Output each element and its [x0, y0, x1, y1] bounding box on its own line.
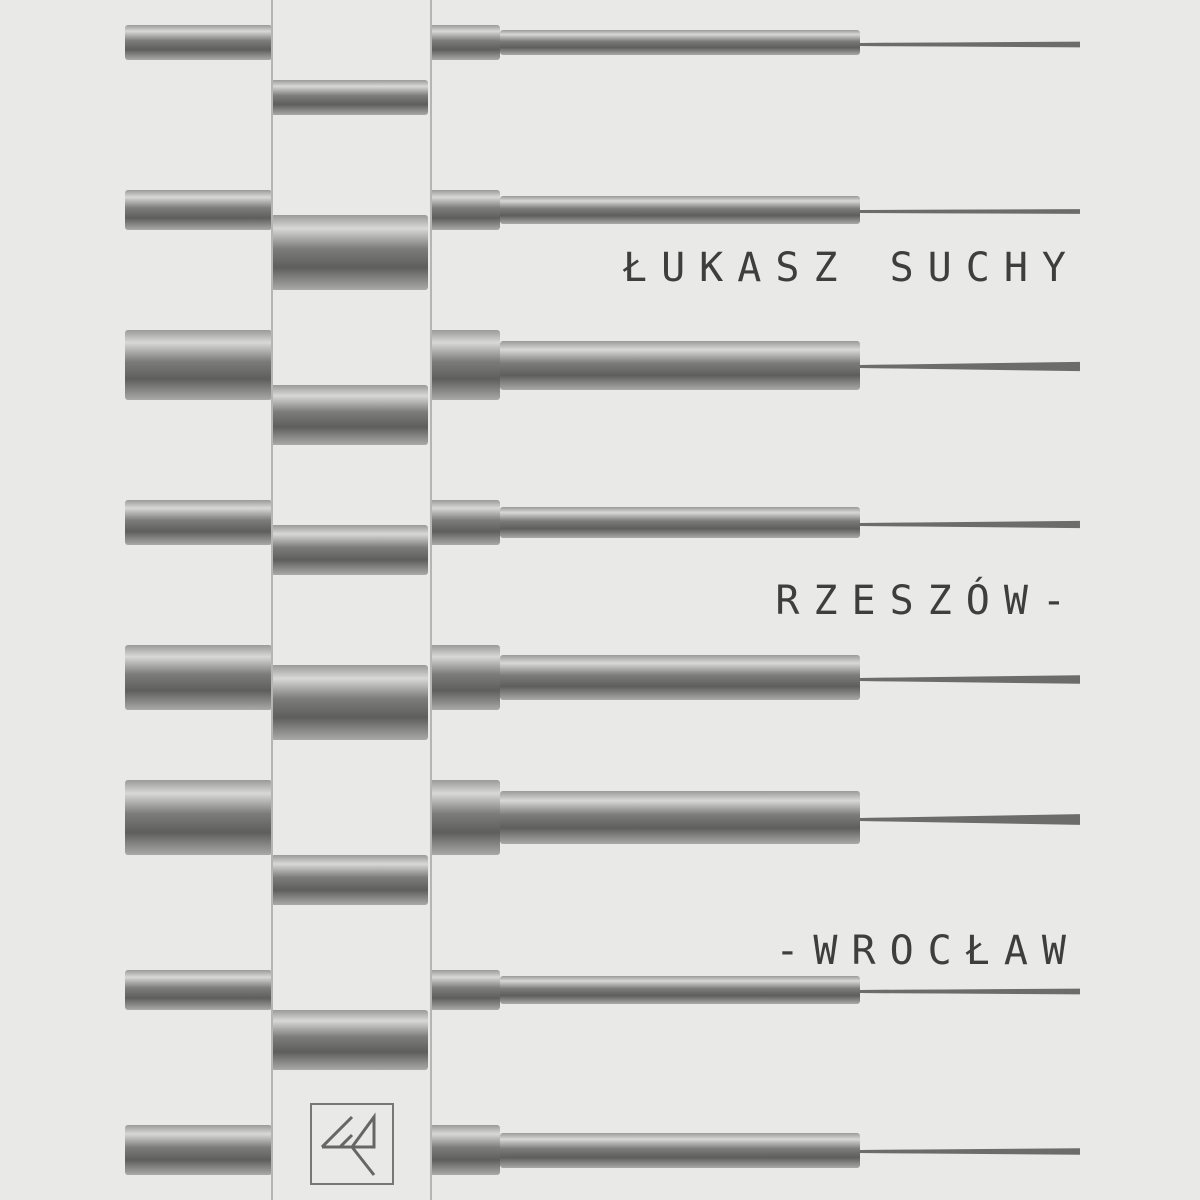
cable-segment — [271, 525, 428, 575]
cable-segment — [430, 1125, 500, 1175]
cable-segment — [430, 190, 500, 230]
cable-core — [500, 791, 860, 844]
cable-segment — [271, 385, 428, 445]
vertical-strip — [271, 0, 432, 1200]
cable-segment — [271, 855, 428, 905]
cable-segment — [125, 25, 272, 60]
cable-segment — [430, 970, 500, 1010]
cable-segment — [430, 645, 500, 710]
cable-segment — [125, 645, 272, 710]
cable-segment — [125, 970, 272, 1010]
cable-segment — [271, 215, 428, 290]
cable-core — [500, 196, 860, 224]
cable-core — [500, 340, 860, 390]
cable-segment — [271, 80, 428, 115]
cable-segment — [430, 25, 500, 60]
cable-segment — [430, 330, 500, 400]
cable-segment — [271, 1010, 428, 1070]
cable-segment — [125, 500, 272, 545]
cable-segment — [271, 665, 428, 740]
cable-segment — [125, 1125, 272, 1175]
cable-core — [500, 30, 860, 55]
album-title-line-2: -WROCŁAW — [775, 928, 1080, 974]
artist-name: ŁUKASZ SUCHY — [623, 245, 1080, 291]
label-logo-icon — [310, 1103, 394, 1185]
cable-segment — [430, 500, 500, 545]
cable-core — [500, 654, 860, 701]
cable-segment — [125, 190, 272, 230]
cable-wire — [859, 990, 1081, 995]
cable-wire — [859, 210, 1081, 214]
cable-core — [500, 976, 860, 1004]
cable-segment — [125, 330, 272, 400]
album-title-line-1: RZESZÓW- — [775, 578, 1080, 624]
cable-core — [500, 1132, 860, 1168]
cable-core — [500, 506, 860, 539]
cable-segment — [125, 780, 272, 855]
cable-wire — [859, 1150, 1081, 1155]
cable-segment — [430, 780, 500, 855]
